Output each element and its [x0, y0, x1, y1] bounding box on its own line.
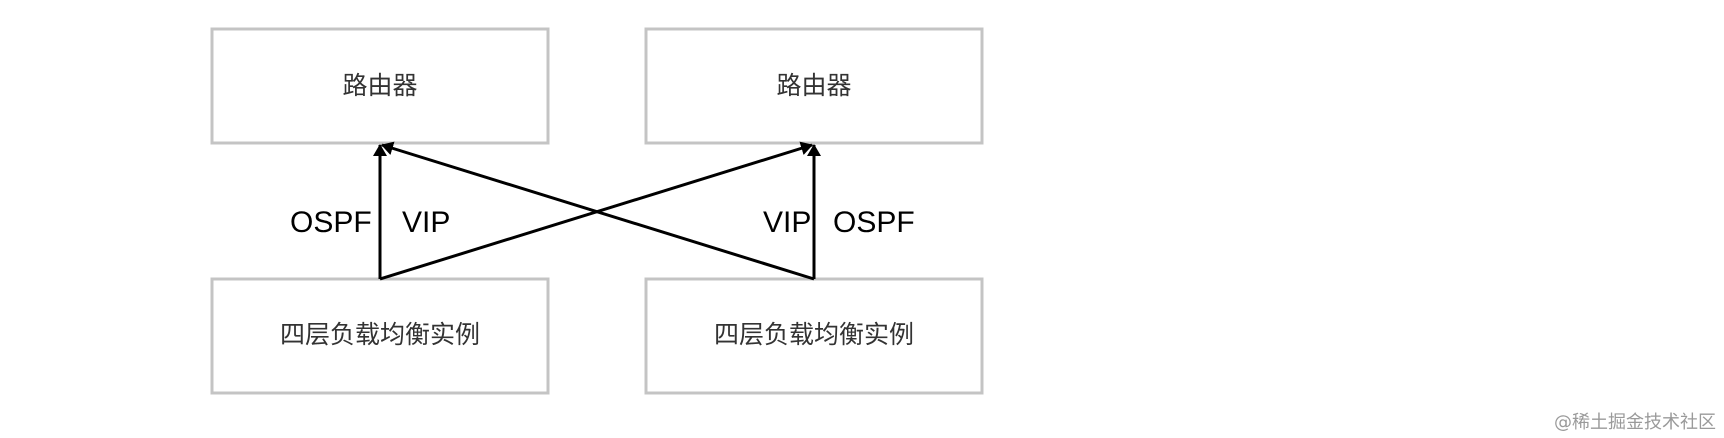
lb-right-label: 四层负载均衡实例 — [714, 320, 914, 349]
arrow-lb-right-to-router-left — [381, 141, 815, 281]
edge-label-left-vip: VIP — [402, 206, 450, 239]
router-right-node: 路由器 — [644, 27, 984, 145]
router-left-node: 路由器 — [210, 27, 550, 145]
lb-right-node: 四层负载均衡实例 — [644, 277, 984, 395]
router-right-label: 路由器 — [776, 71, 851, 100]
lb-left-node: 四层负载均衡实例 — [210, 277, 550, 395]
edge-label-left-ospf: OSPF — [290, 206, 372, 239]
lb-right-box — [644, 277, 984, 395]
router-left-box — [210, 27, 550, 145]
lb-left-label: 四层负载均衡实例 — [280, 320, 480, 349]
edge-label-right-vip: VIP — [763, 206, 811, 239]
watermark-text: @稀土掘金技术社区 — [1554, 412, 1716, 433]
edge-label-right-ospf: OSPF — [833, 206, 915, 239]
router-right-box — [644, 27, 984, 145]
router-left-label: 路由器 — [342, 71, 417, 100]
